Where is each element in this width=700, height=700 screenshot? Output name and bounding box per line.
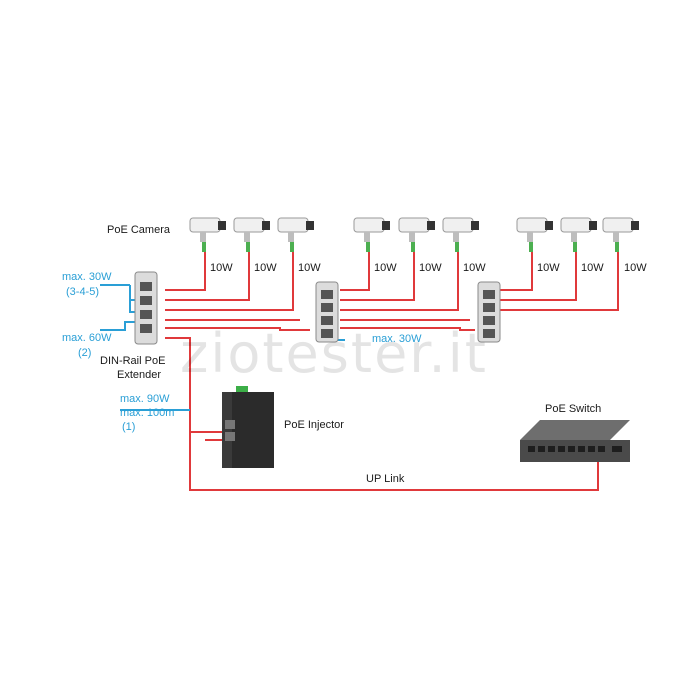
bracket-30w <box>100 284 140 313</box>
max60w-label: max. 60W <box>62 332 112 344</box>
power-label: 10W <box>419 262 442 274</box>
cable-ext1-injector <box>165 337 222 433</box>
power-label: 10W <box>254 262 277 274</box>
camera-icon <box>398 217 435 252</box>
power-label: 10W <box>581 262 604 274</box>
max30w-sub-label: (3-4-5) <box>66 286 99 298</box>
cable-cam-5 <box>340 250 415 301</box>
camera-icon <box>353 217 390 252</box>
camera-icon <box>233 217 270 252</box>
cable-cam-7 <box>500 250 533 291</box>
din-rail-label-line1: DIN-Rail PoE <box>100 355 165 367</box>
poe-switch-label: PoE Switch <box>545 403 601 415</box>
din-rail-extender-3 <box>477 281 501 343</box>
bracket-60w <box>100 321 140 331</box>
poe-injector-label: PoE Injector <box>284 419 344 431</box>
camera-icon <box>560 217 597 252</box>
cable-uplink <box>189 432 599 491</box>
max90w-label: max. 90W <box>120 393 170 405</box>
power-label: 10W <box>537 262 560 274</box>
camera-icon <box>602 217 639 252</box>
cable-cam-1 <box>165 250 206 291</box>
max30w-b-label: max. 30W <box>372 333 422 345</box>
poe-injector-device <box>222 386 274 468</box>
din-rail-label-line2: Extender <box>117 369 161 381</box>
cable-cam-6 <box>340 250 459 311</box>
camera-icon <box>189 217 226 252</box>
uplink-label: UP Link <box>366 473 405 485</box>
cable-cam-9 <box>500 250 619 311</box>
camera-icon <box>442 217 479 252</box>
cable-cam-2 <box>165 250 250 301</box>
camera-icon <box>516 217 553 252</box>
din-rail-extender-2 <box>315 281 339 343</box>
cable-cam-4 <box>340 250 370 291</box>
cable-ext1-ext2b <box>165 327 310 331</box>
cable-cam-3 <box>165 250 294 311</box>
max30w-label: max. 30W <box>62 271 112 283</box>
power-label: 10W <box>463 262 486 274</box>
power-label: 10W <box>374 262 397 274</box>
poe-switch-device <box>520 420 630 462</box>
din-rail-extender-1 <box>134 271 158 345</box>
cable-cam-8 <box>500 250 577 301</box>
poe-camera-label: PoE Camera <box>107 224 171 236</box>
power-label: 10W <box>624 262 647 274</box>
poe-cables <box>165 250 619 491</box>
max90w-sub-label: (1) <box>122 421 135 433</box>
cable-ext2-ext3b <box>340 327 475 331</box>
camera-row <box>189 217 639 252</box>
camera-icon <box>277 217 314 252</box>
watermark: ziotester.it <box>180 322 488 385</box>
max100m-label: max. 100m <box>120 407 174 419</box>
power-label: 10W <box>210 262 233 274</box>
max60w-sub-label: (2) <box>78 347 91 359</box>
power-label: 10W <box>298 262 321 274</box>
